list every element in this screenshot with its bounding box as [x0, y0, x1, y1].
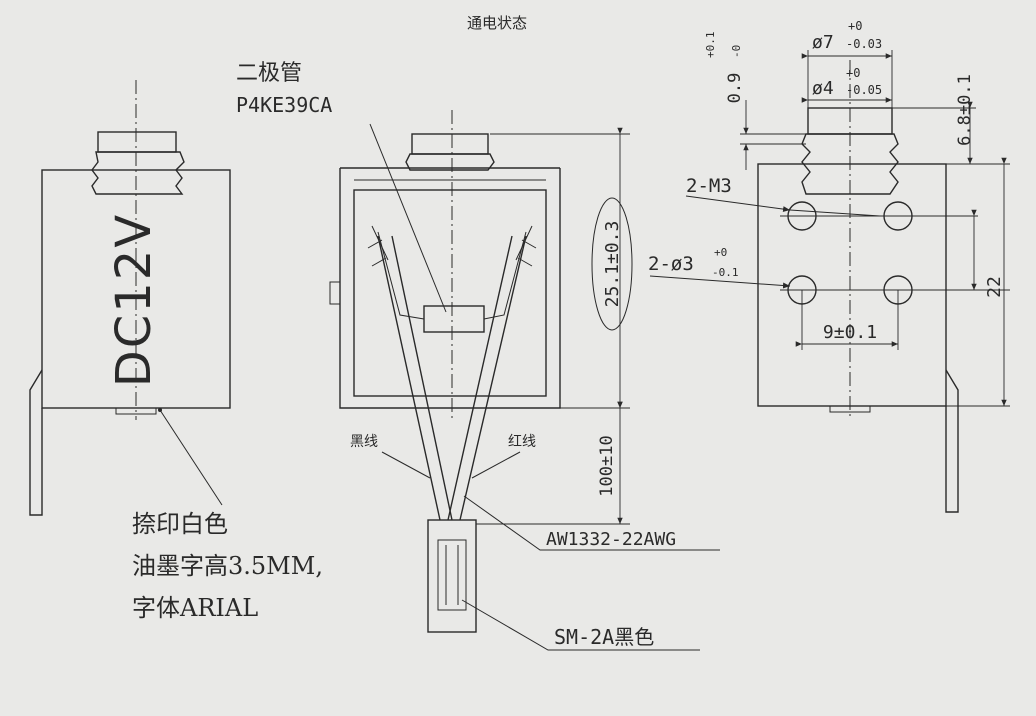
middle-plunger-cap	[411, 133, 489, 155]
connector-slot	[437, 539, 467, 611]
thread-holes-label: 2-M3	[686, 175, 732, 197]
wire-spec: AW1332-22AWG	[546, 529, 676, 550]
gap-tol-upper: +0.1	[704, 32, 717, 59]
wire-spec-leader	[463, 495, 720, 551]
diode-lead-left	[377, 231, 425, 320]
pin-holes-tol-lower: -0.1	[712, 266, 739, 279]
connector-spec: SM-2A黑色	[554, 625, 654, 649]
right-mount-tab	[945, 369, 959, 513]
marking-leader-dot	[158, 408, 162, 412]
right-bottom-boss	[829, 405, 871, 413]
pin-holes-tol-upper: +0	[714, 246, 727, 259]
note-line-2: 油墨字高3.5MM,	[132, 552, 323, 580]
diode-name: 二极管	[236, 61, 302, 86]
pin-holes-leader	[649, 275, 791, 289]
middle-coil-window	[353, 189, 547, 397]
height-dim-highlight	[591, 197, 633, 331]
diode-lead-right	[483, 231, 527, 320]
middle-view: 二极管 P4KE39CA 25.1±0.3 100±10 黑线 红线 AW133…	[236, 61, 720, 651]
o7-tol-lower: -0.03	[846, 37, 882, 51]
thread-holes-leader	[685, 195, 791, 213]
middle-frame-outer	[339, 168, 561, 409]
hole-spacing: 9±0.1	[823, 322, 877, 343]
gap-value: 0.9	[725, 73, 745, 104]
left-plunger-spring	[91, 151, 185, 195]
diode-leader	[369, 123, 447, 313]
stroke-value: 6.8±0.1	[955, 74, 975, 146]
drawing-title: 通电状态	[467, 14, 527, 32]
connector-housing	[427, 519, 477, 633]
diode-body	[423, 305, 485, 333]
o7-value: ø7	[812, 32, 834, 53]
o4-value: ø4	[812, 78, 834, 99]
black-wire-leader	[381, 451, 431, 479]
middle-plunger-spring	[405, 153, 495, 171]
black-wire-label: 黑线	[350, 434, 378, 450]
connector-leader	[461, 599, 700, 651]
note-line-3: 字体ARIAL	[132, 594, 258, 622]
red-wire	[447, 235, 527, 521]
voltage-marking: DC12V	[106, 213, 162, 387]
o4-tol-lower: -0.05	[846, 83, 882, 97]
height-dim-text: 25.1±0.3	[602, 221, 623, 308]
left-view: DC12V 捺印白色 油墨字高3.5MM, 字体ARIAL	[29, 80, 323, 622]
note-line-1: 捺印白色	[132, 510, 228, 538]
middle-side-tab	[329, 281, 341, 305]
red-wire-leader	[471, 451, 521, 479]
lead-length-text: 100±10	[597, 435, 617, 496]
left-plunger-cap	[97, 131, 177, 153]
gap-tol-lower: -0	[730, 45, 743, 58]
thread-holes-leader-ext	[789, 209, 881, 217]
left-bottom-boss	[115, 407, 157, 415]
right-plunger-spring	[801, 133, 899, 195]
black-wire	[377, 235, 453, 521]
o7-tol-upper: +0	[848, 19, 862, 33]
pin-holes-label: 2-ø3	[648, 253, 694, 275]
marking-leader	[159, 409, 223, 506]
o4-tol-upper: +0	[846, 66, 860, 80]
left-mount-tab	[29, 369, 43, 516]
vertical-hole-spacing: 22	[984, 276, 1005, 298]
diode-part: P4KE39CA	[236, 93, 332, 117]
right-view: ø7 +0 -0.03 ø4 +0 -0.05 0.9 +0.1 -0 6.8±…	[648, 19, 1010, 513]
red-wire-label: 红线	[508, 434, 536, 450]
right-body-outline	[757, 163, 947, 407]
